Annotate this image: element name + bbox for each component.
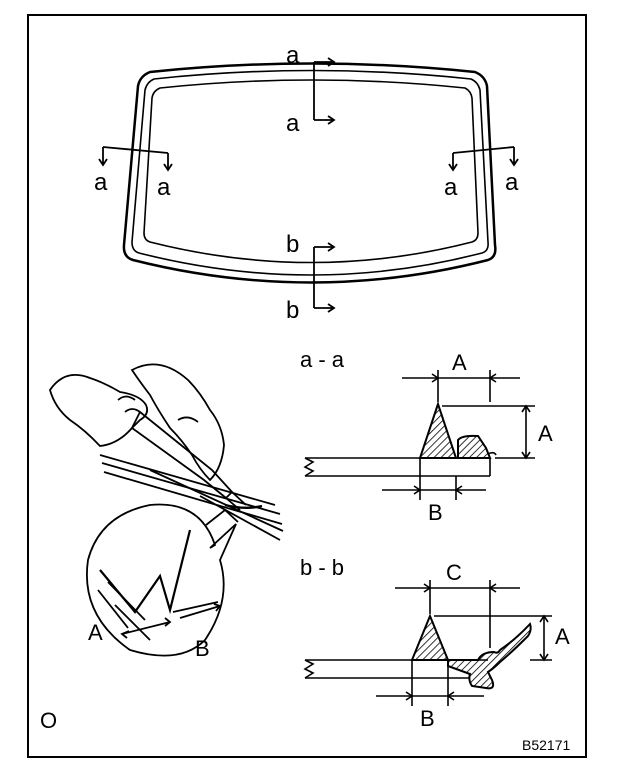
marker-b-bottom-lower: b (286, 297, 299, 324)
section-bb-adhesive-bead (410, 613, 450, 661)
windshield-outer-edge (122, 62, 497, 284)
section-bb-dim-top: C (446, 560, 462, 585)
detail-label-b: B (195, 636, 210, 661)
section-bb-drawing (303, 580, 552, 706)
section-aa-dim-right: A (538, 421, 553, 446)
section-markers (98, 57, 519, 313)
section-bb-dim-bottom: B (420, 706, 435, 731)
corner-mark: O (40, 708, 57, 733)
section-aa-dam (457, 434, 492, 459)
windshield-inner-edge (143, 79, 479, 264)
section-bb-dim-right: A (555, 624, 570, 649)
hand-left (49, 374, 149, 447)
detail-label-a: A (88, 620, 103, 645)
hand-applicator-illustration (49, 363, 284, 657)
section-aa-dim-bottom: B (428, 500, 443, 525)
marker-a-right-inner: a (444, 174, 458, 201)
figure-id-code: B52171 (522, 737, 570, 753)
detail-magnifier-circle (86, 503, 237, 657)
marker-a-left-outer: a (94, 169, 108, 196)
section-bb-molding (447, 622, 532, 690)
section-aa-title: a - a (300, 347, 345, 372)
bead-zigzag (99, 529, 192, 615)
marker-a-left-inner: a (157, 174, 171, 201)
section-aa-adhesive-bead (418, 400, 458, 459)
windshield (122, 62, 497, 284)
windshield-molding-line (131, 69, 489, 276)
figure-frame (27, 14, 587, 758)
section-bb-title: b - b (300, 555, 344, 580)
marker-a-top-upper: a (286, 42, 300, 69)
hand-right (130, 363, 225, 482)
section-aa-drawing (303, 370, 535, 500)
marker-b-bottom-upper: b (286, 231, 299, 258)
section-aa-dim-top: A (452, 350, 467, 375)
marker-a-right-outer: a (505, 169, 519, 196)
marker-a-top-lower: a (286, 110, 300, 137)
